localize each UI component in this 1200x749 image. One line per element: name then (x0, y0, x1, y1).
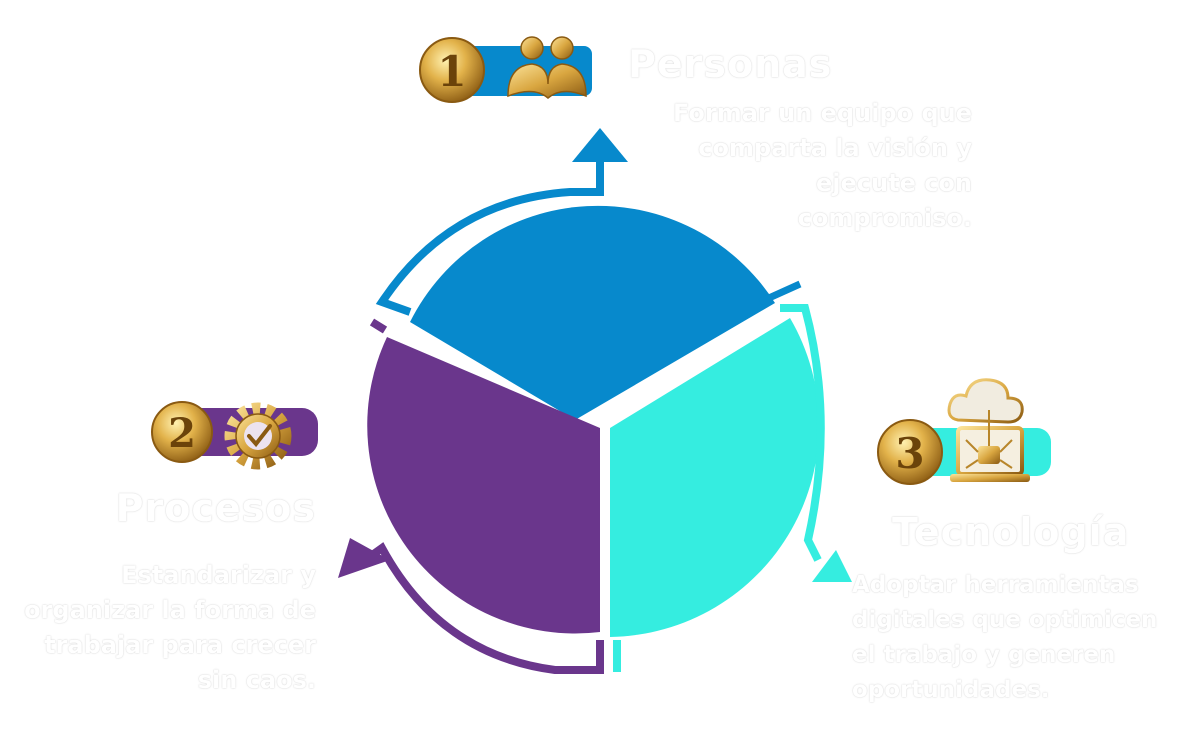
step-title-personas: Personas (628, 42, 832, 86)
description-line: trabajar para crecer (24, 628, 316, 663)
number-3: 3 (895, 429, 924, 478)
description-line: Estandarizar y (24, 558, 316, 593)
description-line: el trabajo y generen (852, 638, 1157, 673)
step-title-procesos: Procesos (116, 486, 316, 530)
arrow-personas-head (572, 128, 628, 162)
cloud-circuit-icon (949, 380, 1030, 482)
description-line: organizar la forma de (24, 593, 316, 628)
number-2: 2 (168, 410, 196, 457)
number-1: 1 (437, 47, 466, 96)
description-line: Formar un equipo que (673, 96, 972, 131)
step-title-tecnologia: Tecnología (892, 510, 1129, 554)
step-description-personas: Formar un equipo que comparta la visión … (673, 96, 972, 236)
description-line: compromiso. (673, 201, 972, 236)
step-description-procesos: Estandarizar y organizar la forma de tra… (24, 558, 316, 698)
description-line: ejecute con (673, 166, 972, 201)
description-line: sin caos. (24, 663, 316, 698)
step-description-tecnologia: Adoptar herramientas digitales que optim… (852, 568, 1157, 708)
description-line: comparta la visión y (673, 131, 972, 166)
description-line: Adoptar herramientas (852, 568, 1157, 603)
description-line: oportunidades. (852, 673, 1157, 708)
description-line: digitales que optimicen (852, 603, 1157, 638)
